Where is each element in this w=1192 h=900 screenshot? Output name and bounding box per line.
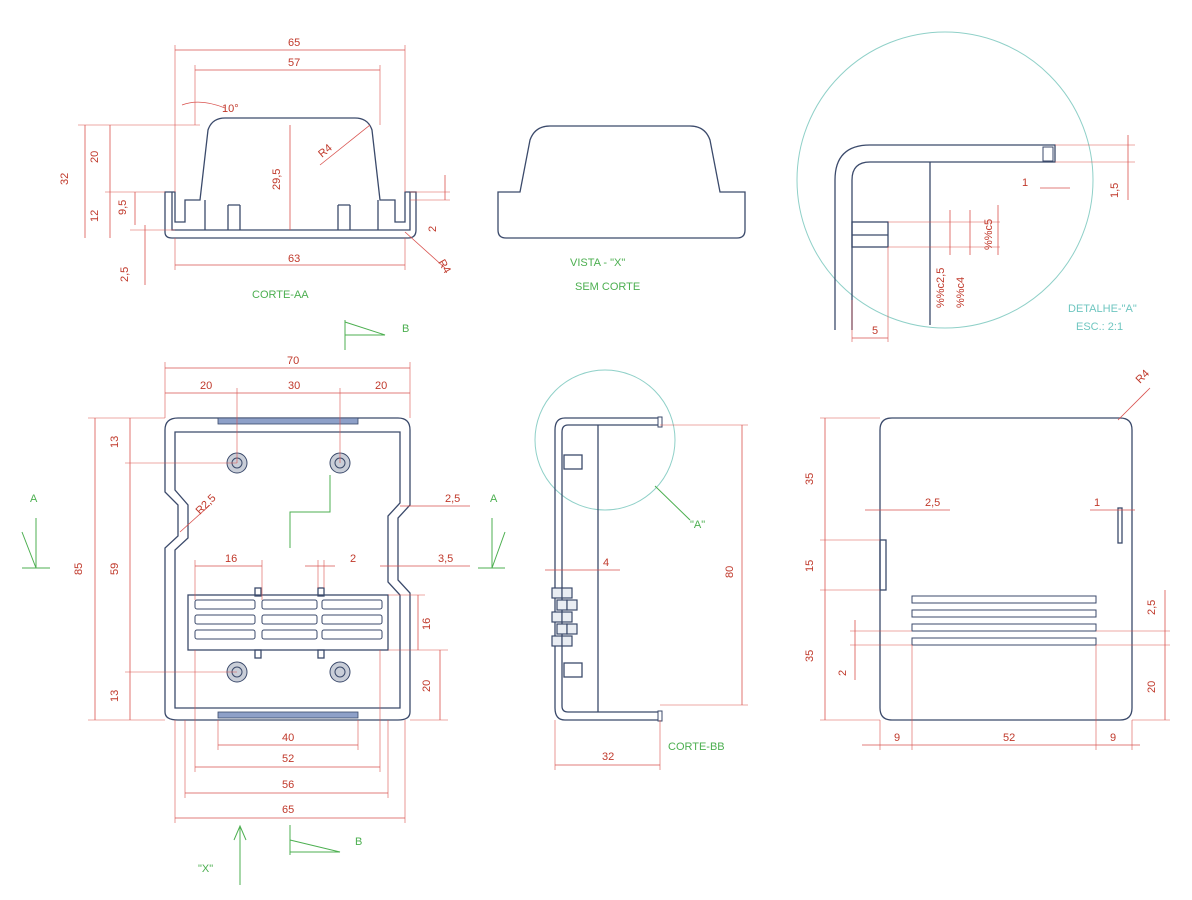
vent-slots (194, 599, 383, 640)
dim-2: 2 (427, 226, 439, 232)
dim-2-5: 2,5 (119, 267, 131, 282)
detail-a-label: DETALHE-"A" (1068, 303, 1137, 315)
detail-dim-phi2-5: %%c2,5 (935, 268, 947, 308)
corte-aa-view: 65 57 10° 32 20 12 9,5 2,5 29,5 R4 2 R4 … (59, 37, 453, 301)
bb-dim-4: 4 (603, 557, 609, 569)
corte-bb-view: "A" 4 80 32 CORTE-BB (534, 369, 748, 770)
plan-dim-16-b: 16 (421, 618, 433, 630)
vista-x-view: VISTA - "X" SEM CORTE (497, 125, 746, 293)
side-dim-2: 2 (837, 670, 849, 676)
corte-bb-label: CORTE-BB (668, 741, 725, 753)
plan-dim-59: 59 (109, 563, 121, 575)
dim-9-5: 9,5 (117, 200, 129, 215)
vent-ribs-bb (551, 587, 578, 647)
plan-dim-85: 85 (73, 563, 85, 575)
vista-x-label: VISTA - "X" (570, 257, 625, 269)
section-b-marker-bottom: B (289, 825, 362, 855)
detail-dim-5: 5 (872, 325, 878, 337)
dim-57: 57 (288, 57, 300, 69)
section-b-label-bottom: B (355, 836, 362, 848)
dim-65: 65 (288, 37, 300, 49)
detail-scale-label: ESC.: 2:1 (1076, 321, 1123, 333)
side-dim-9-b: 9 (1110, 732, 1116, 744)
plan-dim-20: 20 (421, 680, 433, 692)
side-dim-52: 52 (1003, 732, 1015, 744)
side-dim-35-a: 35 (804, 473, 816, 485)
sem-corte-label: SEM CORTE (575, 281, 640, 293)
section-a-label-left: A (30, 493, 38, 505)
plan-dim-40: 40 (282, 732, 294, 744)
plan-dim-13-b: 13 (109, 690, 121, 702)
plan-dim-r2-5: R2,5 (194, 492, 219, 517)
bb-dim-80: 80 (724, 566, 736, 578)
dim-20: 20 (89, 151, 101, 163)
dim-32: 32 (59, 173, 71, 185)
plan-dim-13-a: 13 (109, 436, 121, 448)
dim-63: 63 (288, 253, 300, 265)
detail-dim-phi4: %%c4 (955, 277, 967, 308)
side-dim-35-b: 35 (804, 650, 816, 662)
plan-dim-20-a: 20 (200, 380, 212, 392)
plan-view: 70 20 30 20 85 13 59 13 R2,5 2,5 16 2 3,… (73, 355, 470, 823)
plan-dim-3-5: 3,5 (438, 553, 453, 565)
plan-dim-16-a: 16 (225, 553, 237, 565)
callout-a: "A" (690, 519, 705, 531)
section-a-label-right: A (490, 493, 498, 505)
section-b-marker-top: B (344, 320, 409, 350)
plan-dim-56: 56 (282, 779, 294, 791)
section-b-label-top: B (402, 323, 409, 335)
plan-dim-70: 70 (287, 355, 299, 367)
dim-29-5: 29,5 (271, 169, 283, 190)
section-a-marker-right: A (478, 493, 506, 569)
bb-dim-32: 32 (602, 751, 614, 763)
view-x-arrow: "X" (198, 824, 247, 885)
plan-dim-52: 52 (282, 753, 294, 765)
plan-dim-65: 65 (282, 804, 294, 816)
side-dim-20: 20 (1146, 681, 1158, 693)
detail-dim-1-5: 1,5 (1109, 183, 1121, 198)
section-a-marker-left: A (21, 493, 50, 569)
side-dim-2-5: 2,5 (925, 497, 940, 509)
side-view: R4 35 15 35 2,5 1 2 2,5 20 9 52 9 (804, 368, 1170, 750)
side-dim-1: 1 (1094, 497, 1100, 509)
view-x-label: "X" (198, 863, 213, 875)
side-dim-15: 15 (804, 560, 816, 572)
detail-dim-1: 1 (1022, 177, 1028, 189)
plan-dim-20-b: 20 (375, 380, 387, 392)
dim-angle: 10° (222, 103, 239, 115)
side-dim-9-a: 9 (894, 732, 900, 744)
detail-dim-phi5: %%c5 (983, 219, 995, 250)
dim-r4: R4 (316, 142, 334, 160)
plan-dim-2: 2 (350, 553, 356, 565)
plan-dim-30: 30 (288, 380, 300, 392)
detail-a-view: 1 1,5 %%c5 %%c2,5 %%c4 5 DETALHE-"A" ESC… (796, 31, 1137, 342)
plan-dim-2-5: 2,5 (445, 493, 460, 505)
side-dim-2-5-b: 2,5 (1146, 600, 1158, 615)
corte-aa-label: CORTE-AA (252, 289, 309, 301)
dim-12: 12 (89, 210, 101, 222)
dim-r4-b: R4 (435, 258, 452, 276)
side-dim-r4: R4 (1134, 368, 1152, 386)
